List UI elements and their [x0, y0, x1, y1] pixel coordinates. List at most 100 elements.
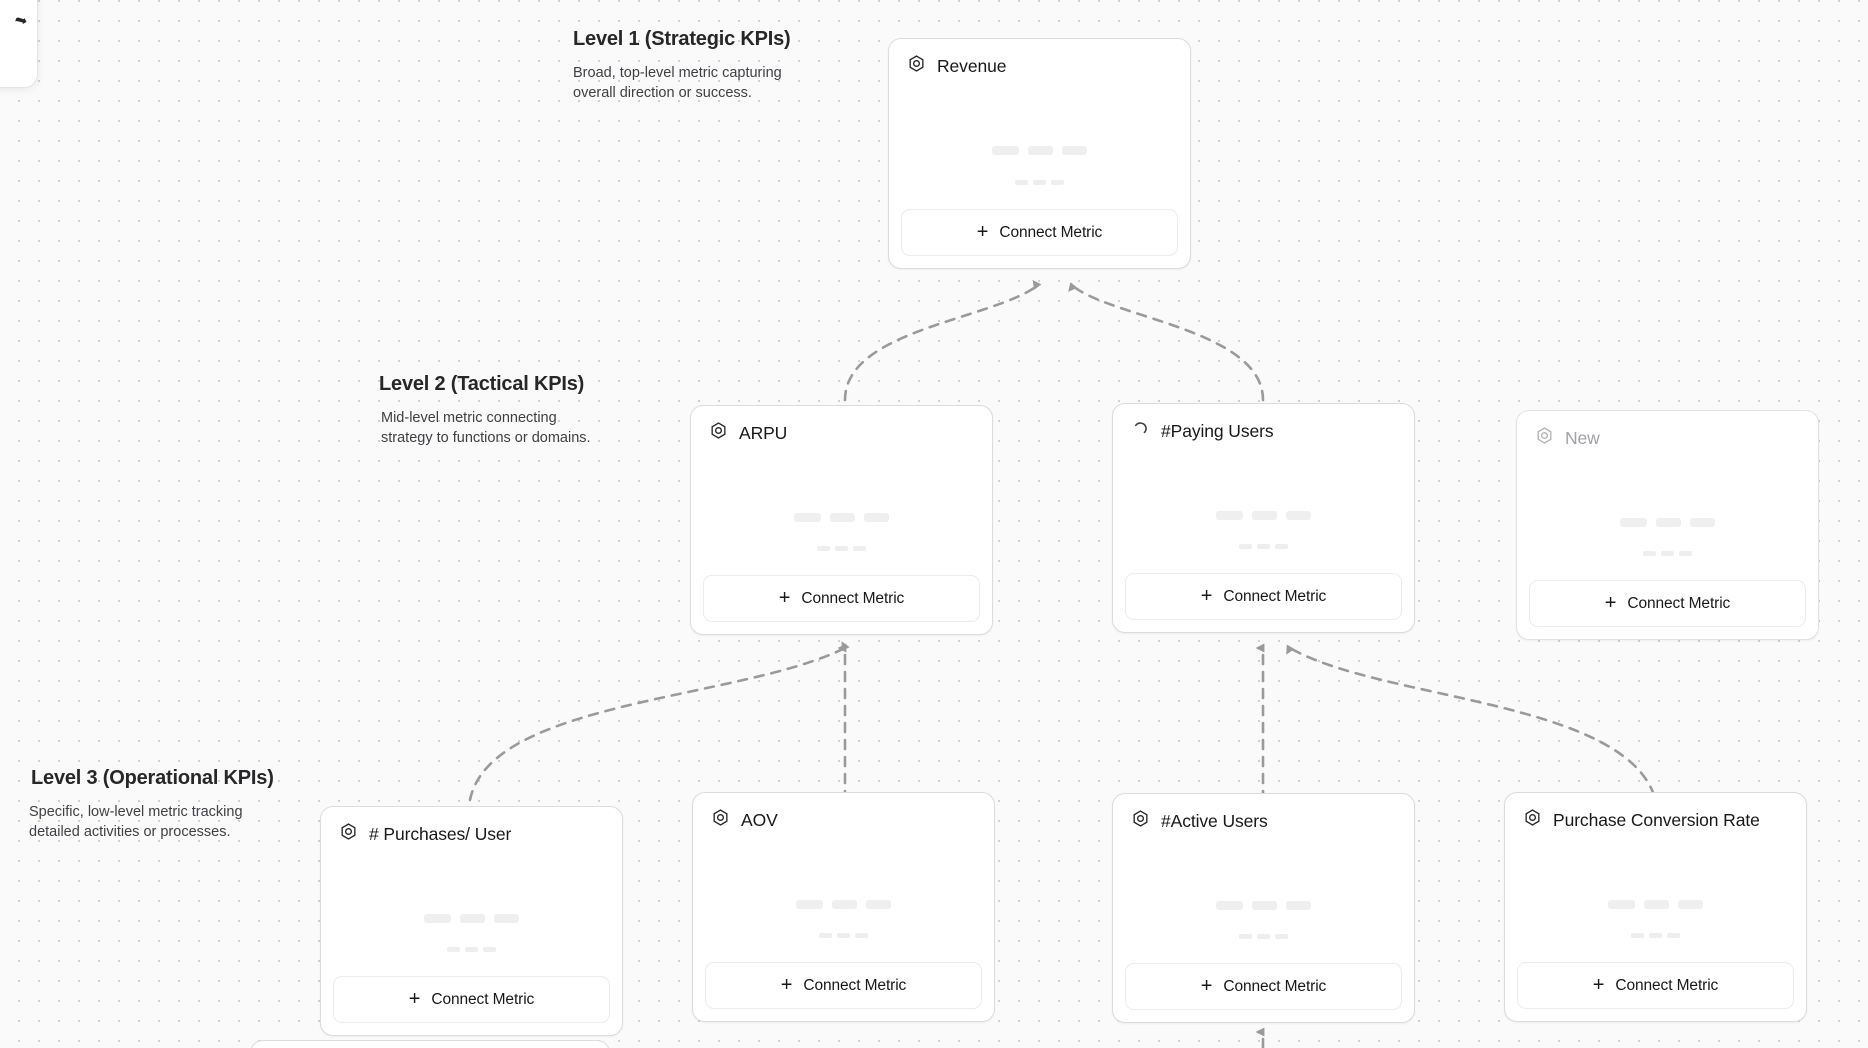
skeleton-bar [1690, 517, 1715, 527]
plus-icon: + [1592, 973, 1605, 996]
skeleton-bar [864, 512, 889, 522]
level-3-title: Level 3 (Operational KPIs) [31, 767, 274, 789]
edge-arpu-revenue [843, 279, 1042, 402]
connect-metric-button[interactable]: + Connect Metric [1517, 962, 1794, 1009]
skeleton-bar [447, 947, 460, 953]
edge-purchases-arpu [468, 641, 850, 802]
skeleton-bar [817, 546, 830, 552]
level-1-title: Level 1 (Strategic KPIs) [573, 28, 791, 50]
skeleton-bar [1239, 544, 1252, 550]
skeleton-row-primary [1113, 900, 1414, 910]
skeleton-bar [1275, 934, 1288, 940]
level-2-title: Level 2 (Tactical KPIs) [379, 373, 585, 395]
skeleton-bar [866, 899, 891, 909]
skeleton-row-primary [889, 146, 1190, 156]
metric-card-aov[interactable]: AOV + Connect Metric [692, 792, 995, 1022]
skeleton-bar [796, 899, 823, 909]
skeleton-bar [835, 546, 848, 552]
metric-card-new[interactable]: New + Connect Metric [1516, 410, 1819, 640]
skeleton-bar [1679, 551, 1692, 557]
card-header: Revenue [889, 39, 1190, 78]
skeleton-bar [1643, 551, 1656, 557]
skeleton-bar [494, 913, 519, 923]
connect-metric-label: Connect Metric [1615, 976, 1719, 994]
floating-corner-panel[interactable]: ➦ [0, 0, 38, 88]
connect-metric-button[interactable]: + Connect Metric [1125, 573, 1402, 620]
edge-pcr-paying [1286, 644, 1656, 797]
card-body-skeleton [1113, 443, 1414, 573]
connect-metric-button[interactable]: + Connect Metric [705, 962, 982, 1009]
skeleton-bar [1216, 510, 1243, 520]
plus-icon: + [1200, 974, 1213, 997]
card-title: #Active Users [1161, 810, 1268, 831]
skeleton-bar [424, 913, 451, 923]
skeleton-row-primary [1505, 899, 1806, 909]
skeleton-bar [1649, 933, 1662, 939]
plus-icon: + [778, 586, 791, 609]
connect-metric-button[interactable]: + Connect Metric [333, 976, 610, 1023]
card-title: ARPU [739, 422, 788, 443]
connect-metric-button[interactable]: + Connect Metric [1529, 580, 1806, 627]
metric-card-purchases-per-user[interactable]: # Purchases/ User + Connect Metric [320, 806, 623, 1036]
skeleton-bar [1286, 900, 1311, 910]
skeleton-bar [483, 947, 496, 953]
skeleton-bar [1252, 900, 1277, 910]
metric-card-active-users[interactable]: #Active Users + Connect Metric [1112, 793, 1415, 1023]
skeleton-bar [1239, 934, 1252, 940]
skeleton-bar [837, 933, 850, 939]
skeleton-bar [1667, 933, 1680, 939]
level-1-label: Level 1 (Strategic KPIs) Broad, top-leve… [573, 28, 791, 103]
skeleton-bar [1257, 544, 1270, 550]
skeleton-bar [1608, 899, 1635, 909]
metric-card-arpu[interactable]: ARPU + Connect Metric [690, 405, 993, 635]
plus-icon: + [1604, 591, 1617, 614]
skeleton-bar [1028, 146, 1053, 156]
card-body-skeleton [691, 445, 992, 575]
skeleton-row-secondary [1505, 933, 1806, 939]
skeleton-bar [1656, 517, 1681, 527]
connect-metric-label: Connect Metric [803, 976, 907, 994]
skeleton-bar [1033, 180, 1046, 186]
skeleton-bar [1661, 551, 1674, 557]
plus-icon: + [780, 973, 793, 996]
level-3-description: Specific, low-level metric tracking deta… [29, 804, 243, 840]
card-title: #Paying Users [1161, 420, 1274, 441]
connect-metric-button[interactable]: + Connect Metric [703, 575, 980, 622]
card-title: AOV [741, 809, 778, 830]
metric-card-paying-users[interactable]: #Paying Users + Connect Metric [1112, 403, 1415, 633]
card-body-skeleton [693, 832, 994, 962]
connect-metric-label: Connect Metric [801, 589, 905, 607]
skeleton-bar [1275, 544, 1288, 550]
cursor-glyph-icon: ➦ [13, 10, 30, 31]
skeleton-bar [1216, 900, 1243, 910]
card-header: New [1517, 411, 1818, 450]
skeleton-bar [794, 512, 821, 522]
metric-card-purchase-conversion-rate[interactable]: Purchase Conversion Rate + Connect Metri… [1504, 792, 1807, 1022]
card-header: AOV [693, 793, 994, 832]
skeleton-row-secondary [691, 546, 992, 552]
connect-metric-button[interactable]: + Connect Metric [1125, 963, 1402, 1010]
metric-card-offscreen-bottom[interactable] [250, 1040, 610, 1048]
hexagon-icon [1131, 809, 1150, 833]
hexagon-icon [339, 822, 358, 846]
skeleton-row-primary [691, 512, 992, 522]
skeleton-row-secondary [321, 947, 622, 953]
skeleton-row-primary [321, 913, 622, 923]
card-body-skeleton [1517, 450, 1818, 580]
card-title: New [1565, 427, 1600, 448]
skeleton-bar [992, 146, 1019, 156]
skeleton-bar [1620, 517, 1647, 527]
card-header: Purchase Conversion Rate [1505, 793, 1806, 832]
card-header: #Paying Users [1113, 404, 1414, 443]
hexagon-icon [1535, 426, 1554, 450]
connect-metric-label: Connect Metric [1223, 587, 1327, 605]
level-2-description: Mid-level metric connecting strategy to … [381, 410, 591, 446]
metric-card-revenue[interactable]: Revenue + Connect Metric [888, 38, 1191, 269]
connect-metric-button[interactable]: + Connect Metric [901, 209, 1178, 256]
card-body-skeleton [1505, 832, 1806, 962]
card-header: # Purchases/ User [321, 807, 622, 846]
skeleton-bar [1644, 899, 1669, 909]
skeleton-bar [460, 913, 485, 923]
skeleton-row-secondary [693, 933, 994, 939]
